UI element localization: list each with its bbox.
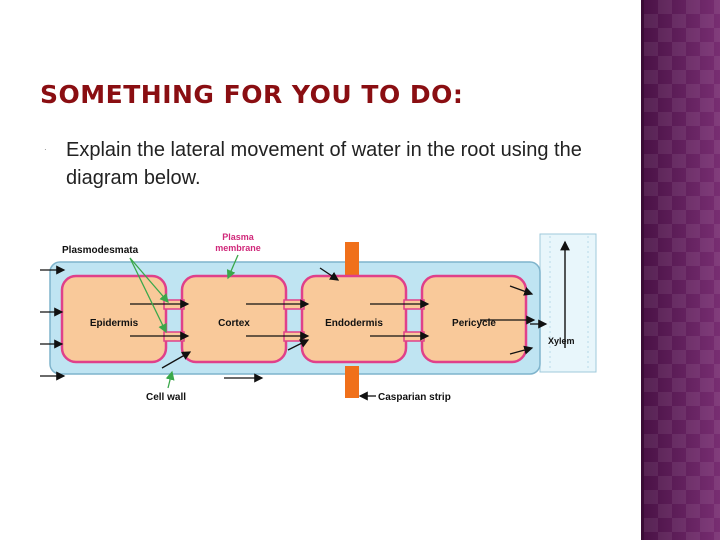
cell-label-cortex: Cortex (218, 318, 250, 329)
label-casparian-strip: Casparian strip (378, 392, 451, 403)
label-plasma-membrane-line1: Plasma (222, 232, 255, 242)
root-lateral-water-movement-diagram: Epidermis Cortex Endodermis Pericycle (40, 228, 600, 410)
label-cell-wall: Cell wall (146, 392, 186, 403)
cell-endodermis: Endodermis (302, 276, 406, 362)
cell-label-epidermis: Epidermis (90, 318, 139, 329)
xylem-region (540, 234, 596, 372)
cell-epidermis: Epidermis (62, 276, 166, 362)
casparian-strip-bottom (345, 366, 359, 398)
cell-pericycle: Pericycle (422, 276, 526, 362)
instruction-text: Explain the lateral movement of water in… (66, 136, 616, 192)
cell-label-endodermis: Endodermis (325, 318, 383, 329)
cell-cortex: Cortex (182, 276, 286, 362)
bullet-marker: · (44, 145, 47, 154)
slide-title: SOMETHING FOR YOU TO DO: (40, 80, 463, 109)
decorative-side-panel (641, 0, 720, 540)
label-xylem: Xylem (548, 336, 575, 346)
label-plasmodesmata: Plasmodesmata (62, 245, 139, 256)
label-plasma-membrane-line2: membrane (215, 243, 261, 253)
casparian-strip-top (345, 242, 359, 278)
